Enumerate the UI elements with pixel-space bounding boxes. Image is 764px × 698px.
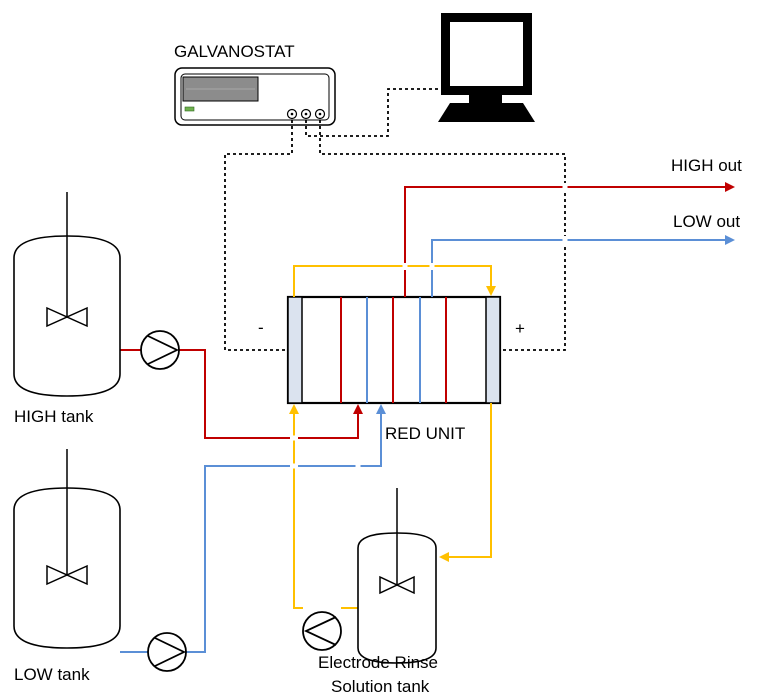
stirrer-icon — [46, 564, 88, 586]
high-stream-lines — [120, 182, 735, 439]
stirrer-icon — [46, 306, 88, 328]
pump-icon — [302, 611, 342, 651]
electrical-connections — [224, 88, 566, 351]
rinse-stream-lines — [289, 265, 496, 609]
stirrer-icon — [379, 575, 415, 595]
low-tank-icon — [13, 449, 121, 649]
negative-terminal-label: - — [258, 318, 264, 337]
red-unit-label: RED UNIT — [385, 424, 465, 443]
galvanostat-label: GALVANOSTAT — [174, 42, 295, 61]
red-unit-stack — [286, 295, 502, 405]
rinse-tank-icon — [357, 488, 437, 664]
low-out-label: LOW out — [673, 212, 740, 231]
low-stream-lines — [120, 235, 735, 653]
galvanostat-icon — [174, 67, 336, 126]
computer-monitor-icon — [438, 13, 535, 122]
rinse-tank-label-line2: Solution tank — [331, 677, 430, 696]
high-tank-icon — [13, 192, 121, 397]
low-tank-label: LOW tank — [14, 665, 90, 684]
pump-icon — [140, 330, 180, 370]
pump-icon — [147, 632, 187, 672]
rinse-tank-label-line1: Electrode Rinse — [318, 653, 438, 672]
high-tank-label: HIGH tank — [14, 407, 94, 426]
line-crossing-gaps — [290, 183, 568, 470]
high-out-label: HIGH out — [671, 156, 742, 175]
positive-terminal-label: + — [515, 319, 525, 338]
